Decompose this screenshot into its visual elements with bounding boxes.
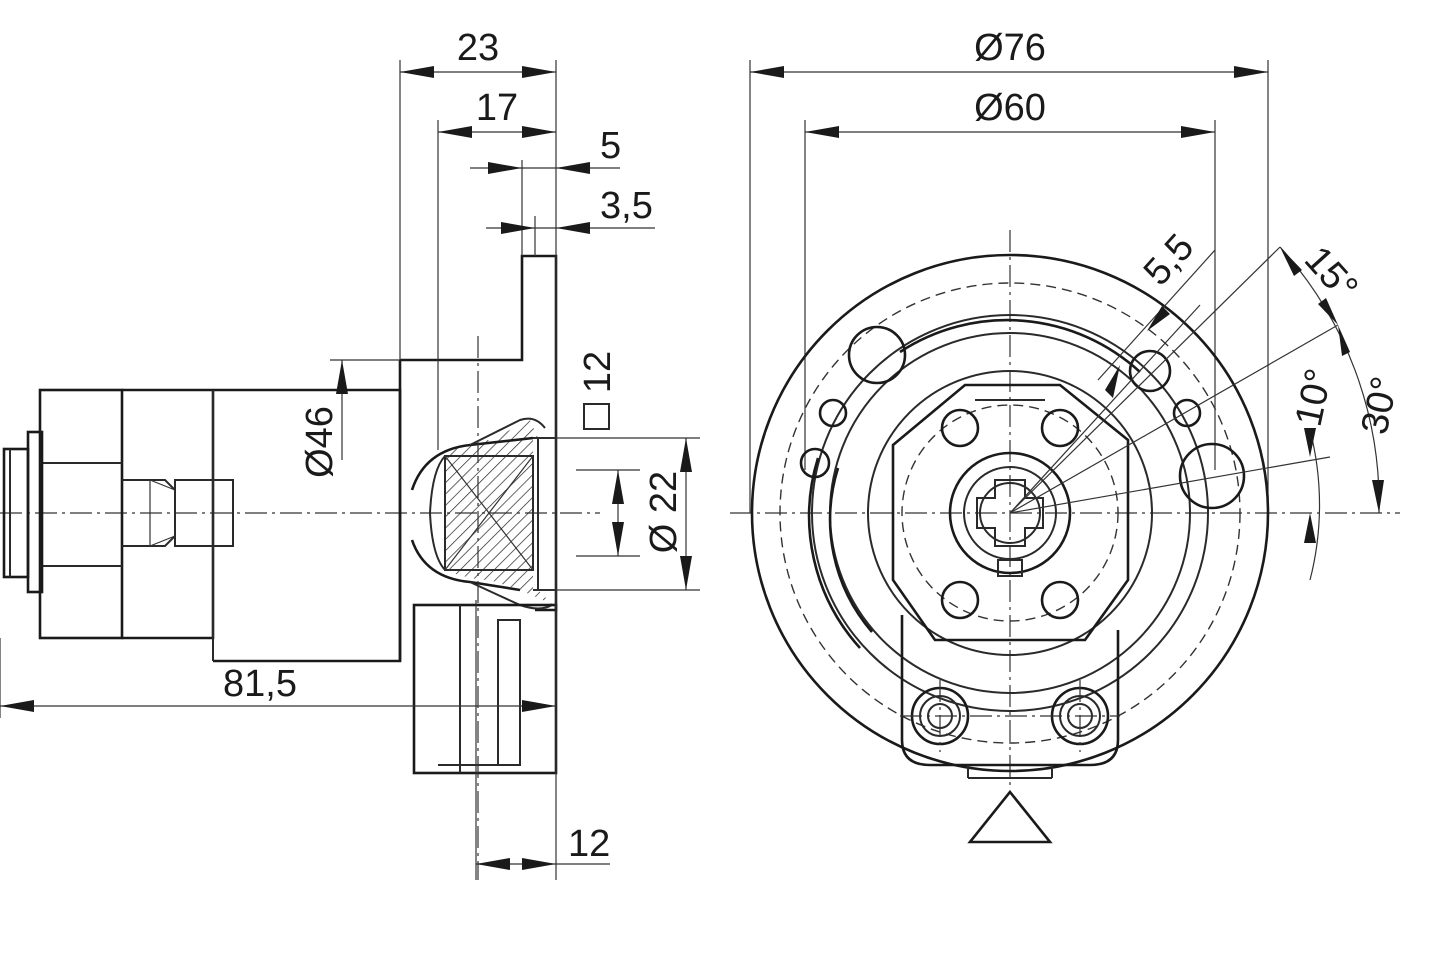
dim-diameter-22-label: Ø 22 bbox=[643, 471, 685, 553]
dim-3-5: 3,5 bbox=[486, 185, 655, 234]
dim-square-12: 12 bbox=[533, 351, 700, 591]
mounting-hole bbox=[799, 447, 831, 479]
angle-10-label: 10° bbox=[1288, 365, 1341, 430]
dim-81-5-label: 81,5 bbox=[223, 663, 297, 705]
dim-diameter-76-label: Ø76 bbox=[974, 27, 1046, 69]
dim-square-12-label: 12 bbox=[577, 351, 619, 393]
dim-5: 5 bbox=[470, 125, 621, 174]
mounting-hole bbox=[1128, 349, 1172, 393]
section-cut bbox=[410, 417, 553, 610]
front-view: 5,5 15° 10° 30° Ø76 Ø60 bbox=[730, 27, 1407, 844]
dim-slot-5-5-label: 5,5 bbox=[1136, 226, 1203, 293]
position-marker-triangle-icon bbox=[967, 789, 1053, 844]
side-view: 23 17 5 3,5 Ø46 bbox=[0, 27, 700, 880]
angle-15-label: 15° bbox=[1296, 239, 1366, 310]
dim-12-label: 12 bbox=[568, 823, 610, 865]
knob-cap bbox=[2, 388, 124, 640]
mounting-hole bbox=[818, 398, 848, 428]
mounting-hole bbox=[847, 325, 907, 385]
outer-disc bbox=[750, 253, 1270, 773]
octagon-rotor bbox=[891, 383, 1130, 642]
dim-diameter-60: Ø60 bbox=[805, 87, 1215, 138]
angle-30-label: 30° bbox=[1354, 373, 1407, 438]
dim-17-label: 17 bbox=[476, 87, 518, 129]
dim-5-label: 5 bbox=[600, 125, 621, 167]
dim-diameter-46: Ø46 bbox=[299, 359, 400, 478]
dim-23-label: 23 bbox=[457, 27, 499, 69]
mounting-hole bbox=[1172, 398, 1202, 428]
dim-diameter-60-label: Ø60 bbox=[974, 87, 1046, 129]
dim-diameter-46-label: Ø46 bbox=[299, 406, 341, 478]
hub bbox=[948, 451, 1072, 575]
dim-17: 17 bbox=[438, 87, 556, 138]
mounting-hole bbox=[1178, 442, 1246, 510]
mounting-clamp bbox=[412, 603, 558, 775]
dim-23: 23 bbox=[400, 27, 556, 78]
dim-81-5: 81,5 bbox=[0, 663, 556, 712]
dim-slot-5-5: 5,5 bbox=[1097, 226, 1216, 398]
body-cylinder bbox=[122, 388, 402, 663]
dim-3-5-label: 3,5 bbox=[600, 185, 653, 227]
dim-diameter-76: Ø76 bbox=[750, 27, 1268, 78]
bottom-bracket bbox=[900, 615, 1120, 779]
square-symbol-icon bbox=[583, 403, 610, 430]
dim-12-bottom: 12 bbox=[476, 823, 610, 870]
dim-diameter-22: Ø 22 bbox=[643, 438, 692, 590]
